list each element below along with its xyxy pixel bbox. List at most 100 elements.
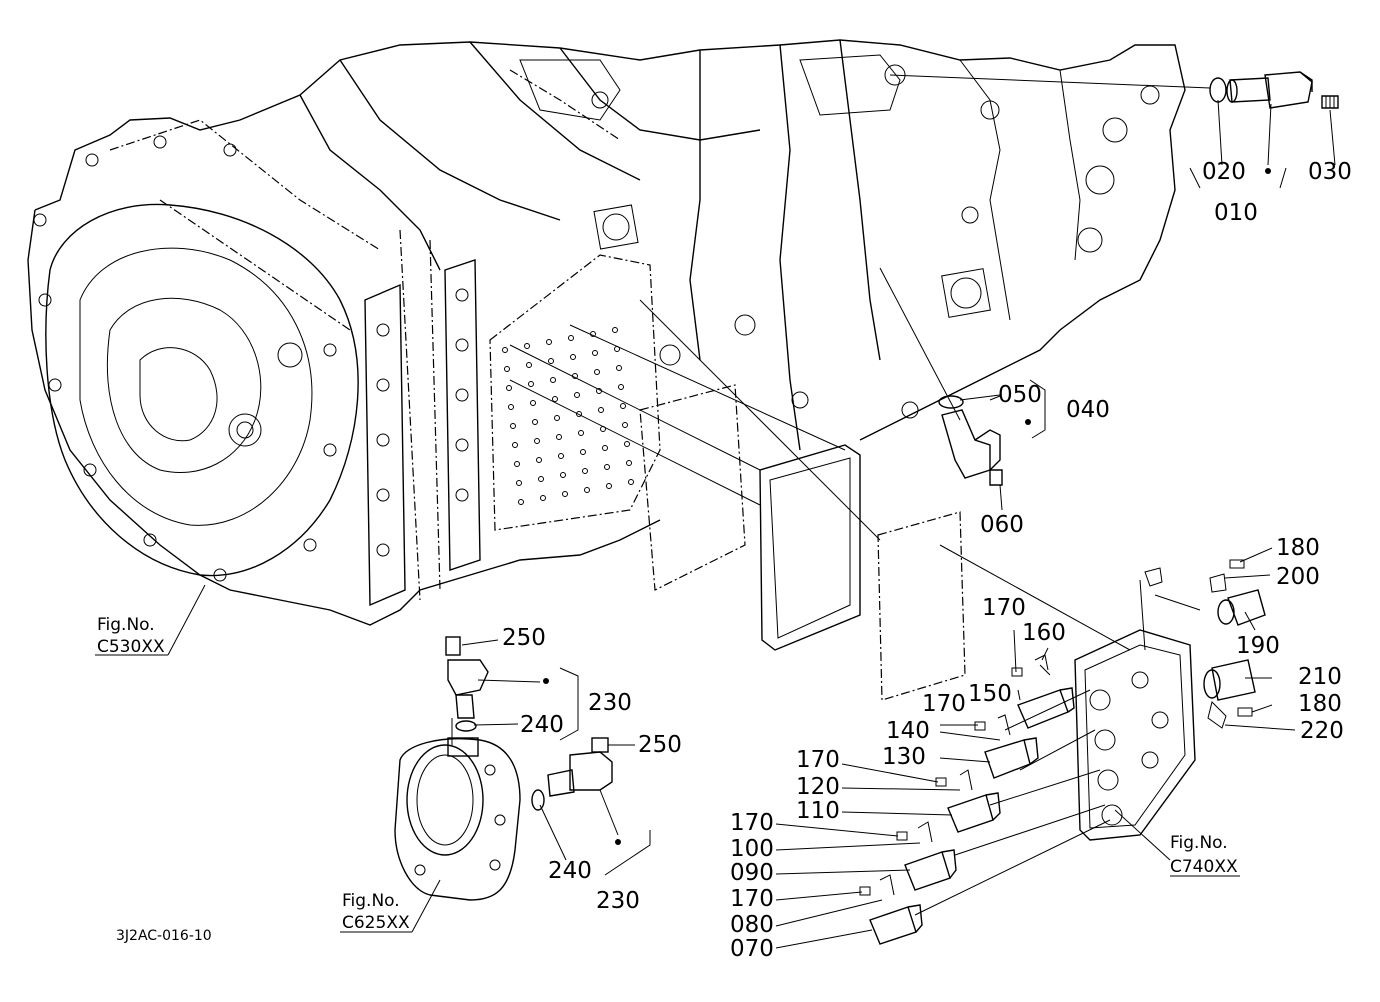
bolt-030 — [1321, 95, 1339, 109]
plate-hole — [582, 468, 588, 474]
label-250-lower: 250 — [638, 732, 682, 758]
plate-hole — [606, 483, 612, 489]
plate-hole — [526, 362, 532, 368]
plate-hole — [592, 350, 598, 356]
plate-hole — [550, 377, 556, 383]
plate-hole — [504, 366, 510, 372]
label-010: 010 — [1214, 200, 1258, 226]
figure-references: Fig.No. C530XX Fig.No. C625XX Fig.No. C7… — [97, 615, 1238, 933]
label-220: 220 — [1300, 718, 1344, 744]
label-090: 090 — [730, 860, 774, 886]
plate-hole — [594, 369, 600, 375]
speed-sensor-left-lower — [531, 737, 619, 836]
speed-sensor-left-upper — [445, 636, 489, 745]
plate-hole — [576, 411, 582, 417]
label-250-upper: 250 — [502, 625, 546, 651]
fig-ref-c740: C740XX — [1170, 857, 1238, 877]
o-ring-240-lower — [531, 789, 545, 811]
label-200: 200 — [1276, 564, 1320, 590]
plate-hole — [502, 347, 508, 353]
label-230-lower: 230 — [596, 888, 640, 914]
plate-hole — [546, 339, 552, 345]
fig-prefix-c740: Fig.No. — [1170, 833, 1228, 853]
label-150: 150 — [968, 681, 1012, 707]
solenoid-stack — [859, 559, 1266, 945]
plate-hole — [616, 365, 622, 371]
label-170-d: 170 — [730, 810, 774, 836]
plate-hole — [534, 438, 540, 444]
plate-hole — [612, 327, 618, 333]
plate-hole — [570, 354, 576, 360]
plate-hole — [528, 381, 534, 387]
callout-dots — [543, 168, 1271, 845]
label-070: 070 — [730, 936, 774, 962]
plate-hole — [510, 423, 516, 429]
label-180-lower: 180 — [1298, 691, 1342, 717]
plate-hole — [530, 400, 536, 406]
label-230-upper: 230 — [588, 690, 632, 716]
plate-hole — [536, 457, 542, 463]
plate-hole — [552, 396, 558, 402]
label-170-b: 170 — [922, 691, 966, 717]
plate-hole — [506, 385, 512, 391]
label-130: 130 — [882, 744, 926, 770]
part-labels: 020 030 010 050 040 060 180 200 170 190 … — [502, 159, 1352, 962]
label-170-e: 170 — [730, 886, 774, 912]
transmission-housing — [27, 39, 1186, 626]
plate-hole — [548, 358, 554, 364]
label-050: 050 — [998, 382, 1042, 408]
fig-ref-c530: C530XX — [97, 637, 165, 657]
bolt-060 — [989, 469, 1003, 486]
separator-plate-small — [877, 511, 966, 701]
label-030: 030 — [1308, 159, 1352, 185]
speed-sensor-assembly-top — [1209, 71, 1339, 109]
solenoid-070 — [869, 904, 923, 945]
label-120: 120 — [796, 774, 840, 800]
o-ring-240-upper — [455, 720, 477, 732]
plate-hole — [538, 476, 544, 482]
label-060: 060 — [980, 512, 1024, 538]
label-210: 210 — [1298, 664, 1342, 690]
plate-hole — [578, 430, 584, 436]
sensor-body-mid — [941, 409, 991, 479]
plate-hole — [580, 449, 586, 455]
fig-prefix-c530: Fig.No. — [97, 615, 155, 635]
sensor-cover-left — [394, 737, 521, 901]
fig-prefix-c625: Fig.No. — [342, 891, 400, 911]
bolt-250-upper — [445, 636, 461, 656]
separator-plate-large — [489, 254, 661, 531]
plate-hole — [584, 487, 590, 493]
solenoid-110 — [947, 792, 1001, 833]
zf-logo-upper — [593, 204, 639, 250]
fig-ref-c625: C625XX — [342, 913, 410, 933]
plate-hole — [620, 403, 626, 409]
drawing-id: 3J2AC-016-10 — [116, 928, 212, 944]
solenoid-090 — [904, 849, 957, 891]
label-140: 140 — [886, 718, 930, 744]
label-100: 100 — [730, 836, 774, 862]
plate-hole — [558, 453, 564, 459]
plate-hole — [604, 464, 610, 470]
label-080: 080 — [730, 912, 774, 938]
solenoid-150 — [1017, 687, 1075, 729]
solenoid-190 — [1217, 589, 1266, 626]
plate-hole — [512, 442, 518, 448]
speed-sensor-assembly-mid — [938, 395, 1003, 486]
plate-hole — [518, 499, 524, 505]
plate-hole — [516, 480, 522, 486]
plate-hole — [628, 479, 634, 485]
plate-hole — [602, 445, 608, 451]
label-190: 190 — [1236, 633, 1280, 659]
label-040: 040 — [1066, 397, 1110, 423]
label-020: 020 — [1202, 159, 1246, 185]
o-ring-050 — [938, 395, 964, 409]
plate-hole — [532, 419, 538, 425]
plate-hole — [514, 461, 520, 467]
plate-hole — [554, 415, 560, 421]
alignment-lines — [509, 74, 1211, 916]
label-160: 160 — [1022, 620, 1066, 646]
plate-hole — [560, 472, 566, 478]
bolt-250-lower — [591, 737, 609, 753]
plate-hole — [574, 392, 580, 398]
